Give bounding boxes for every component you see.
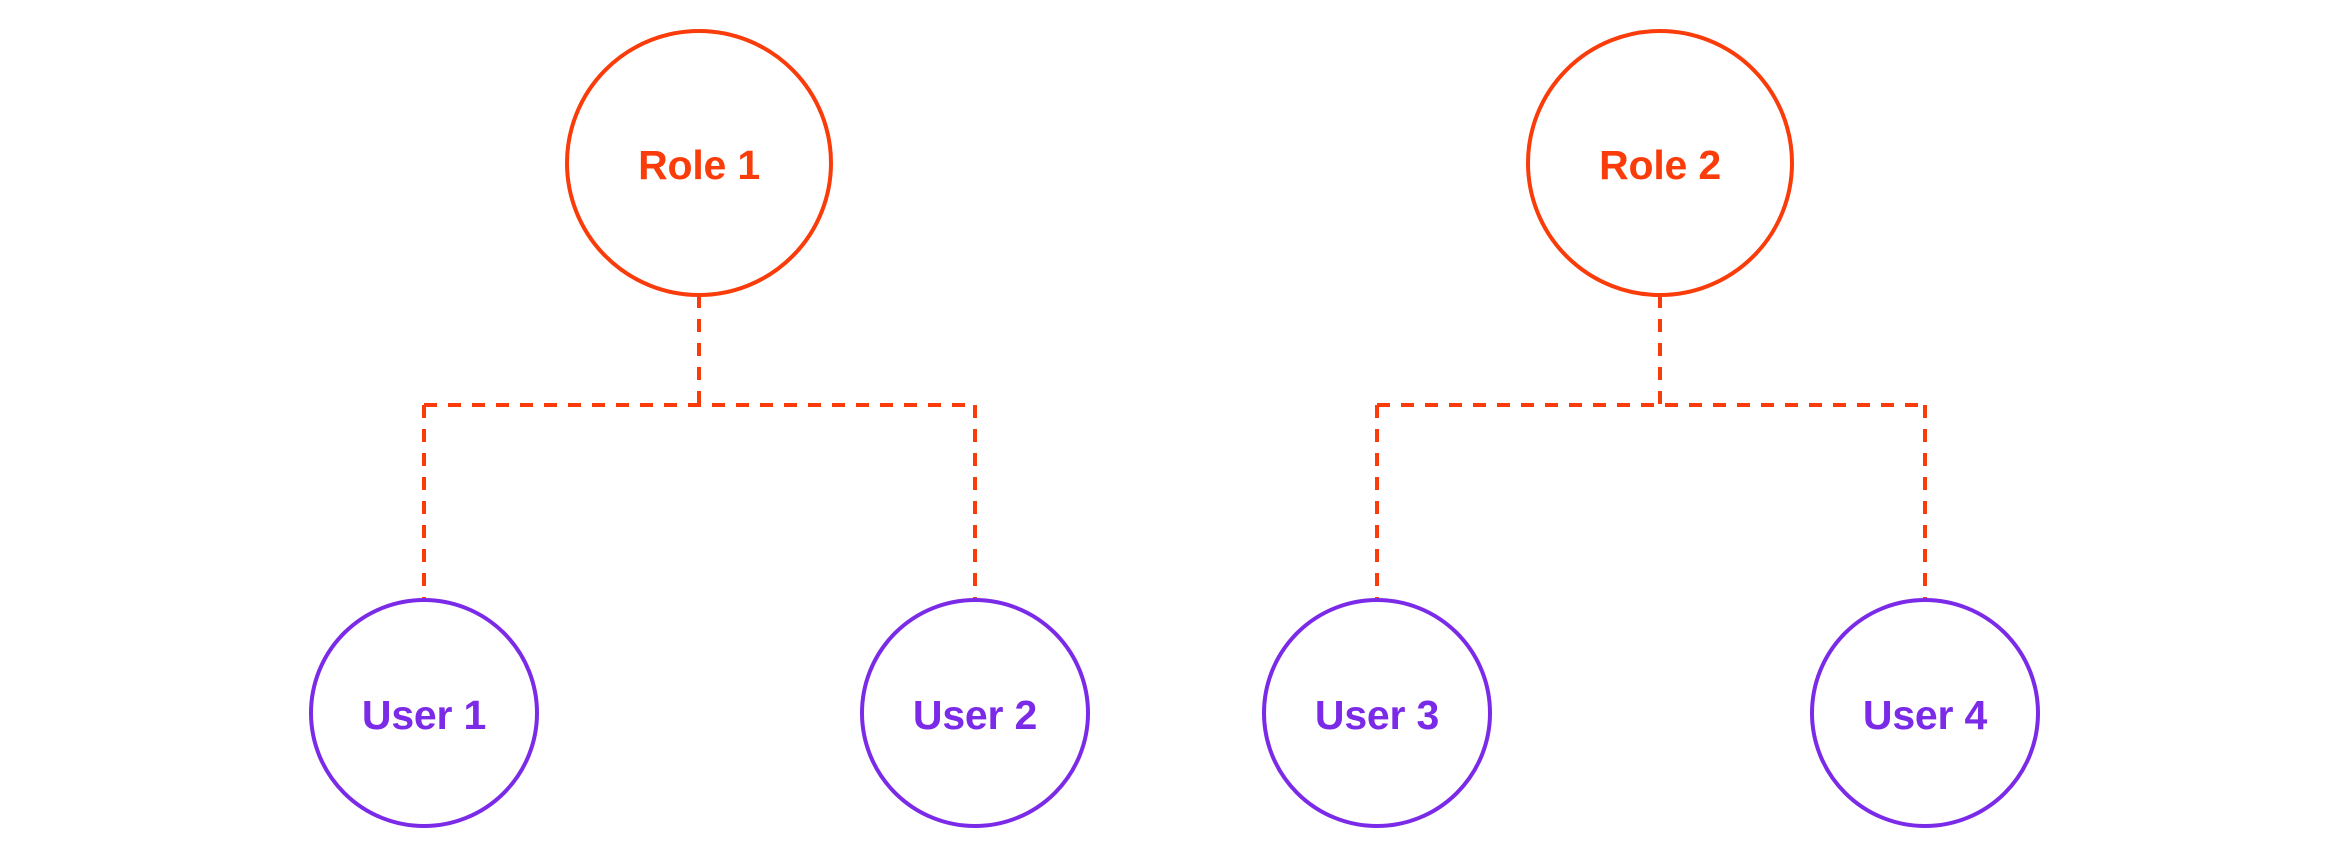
node-role-1[interactable]: Role 1	[565, 29, 833, 297]
node-user-3[interactable]: User 3	[1262, 598, 1492, 828]
node-label-user-4: User 4	[1863, 692, 1988, 738]
node-circle-user-2	[860, 598, 1090, 828]
connectors-layer	[422, 295, 1927, 600]
node-user-2[interactable]: User 2	[860, 598, 1090, 828]
node-label-user-3: User 3	[1315, 692, 1439, 738]
node-user-4[interactable]: User 4	[1810, 598, 2040, 828]
node-circle-user-3	[1262, 598, 1492, 828]
node-circle-user-1	[309, 598, 539, 828]
node-user-1[interactable]: User 1	[309, 598, 539, 828]
node-circle-role-2	[1526, 29, 1794, 297]
node-label-role-2: Role 2	[1599, 142, 1721, 188]
node-circle-role-1	[565, 29, 833, 297]
node-role-2[interactable]: Role 2	[1526, 29, 1794, 297]
node-label-role-1: Role 1	[638, 142, 760, 188]
node-label-user-1: User 1	[362, 692, 486, 738]
node-label-user-2: User 2	[913, 692, 1037, 738]
nodes-layer: Role 1 User 1 User 2 Role 2 User 3 User 4	[309, 29, 2040, 828]
node-circle-user-4	[1810, 598, 2040, 828]
